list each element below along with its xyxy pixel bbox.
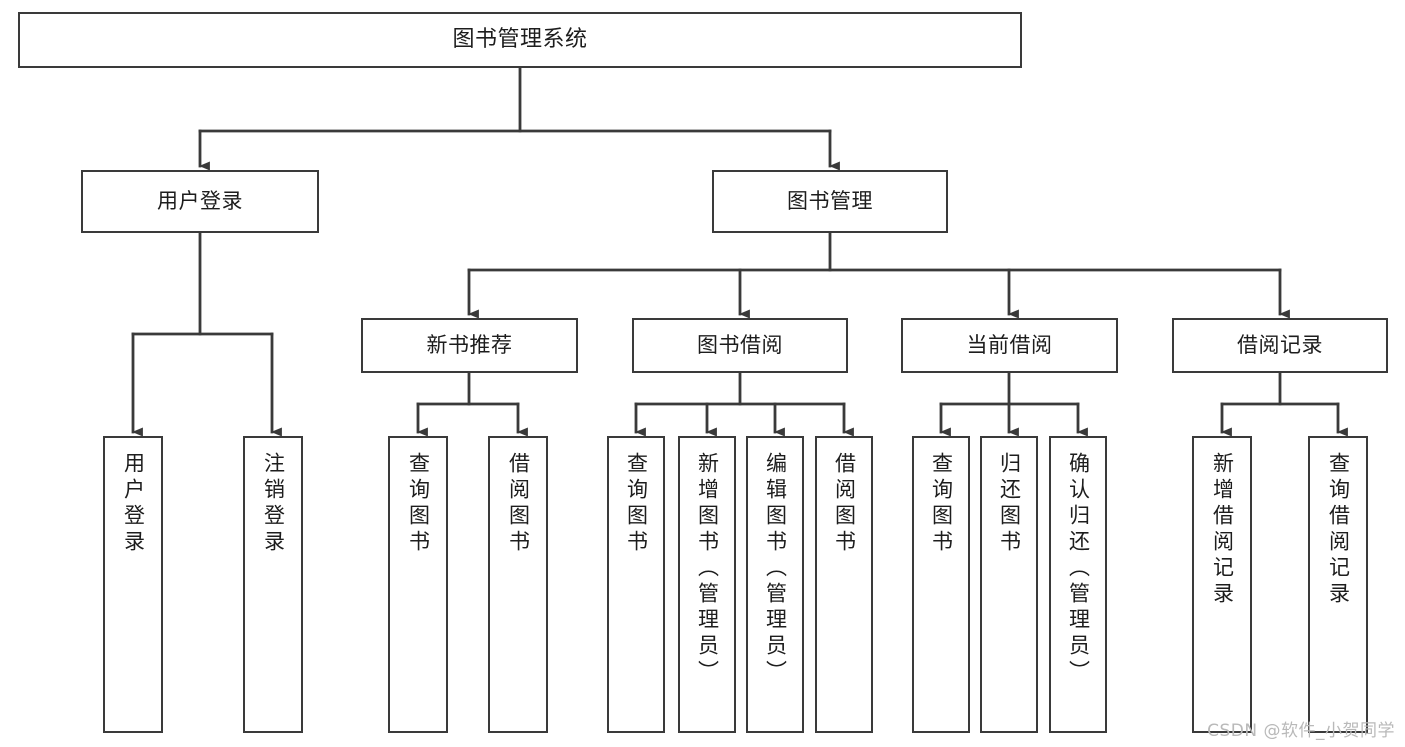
leaf-user-login[interactable]: 用户登录	[103, 436, 163, 733]
node-root[interactable]: 图书管理系统	[18, 12, 1022, 68]
leaf-borrow-book-newbook[interactable]: 借阅图书	[488, 436, 548, 733]
node-current-borrow-label: 当前借阅	[966, 332, 1053, 357]
leaf-confirm-return-label: 确认归还（管理员）	[1066, 452, 1091, 686]
node-book-management-label: 图书管理	[787, 188, 873, 213]
leaf-confirm-return[interactable]: 确认归还（管理员）	[1049, 436, 1107, 733]
node-borrow-record[interactable]: 借阅记录	[1172, 318, 1388, 373]
csdn-watermark: CSDN @软件_小贺同学	[1207, 721, 1395, 741]
leaf-query-book-current[interactable]: 查询图书	[912, 436, 970, 733]
node-user-login[interactable]: 用户登录	[81, 170, 319, 233]
leaf-query-borrow-record[interactable]: 查询借阅记录	[1308, 436, 1368, 733]
leaf-add-borrow-record[interactable]: 新增借阅记录	[1192, 436, 1252, 733]
node-current-borrow[interactable]: 当前借阅	[901, 318, 1118, 373]
node-new-book-recommend[interactable]: 新书推荐	[361, 318, 578, 373]
leaf-query-borrow-record-label: 查询借阅记录	[1326, 452, 1351, 608]
node-book-borrow[interactable]: 图书借阅	[632, 318, 848, 373]
leaf-edit-book[interactable]: 编辑图书（管理员）	[746, 436, 804, 733]
node-borrow-record-label: 借阅记录	[1237, 332, 1323, 357]
leaf-query-book-newbook-label: 查询图书	[406, 452, 431, 556]
leaf-borrow-book-borrow-label: 借阅图书	[832, 452, 857, 556]
leaf-edit-book-label: 编辑图书（管理员）	[763, 452, 788, 686]
leaf-add-book-label: 新增图书（管理员）	[695, 452, 720, 686]
node-book-borrow-label: 图书借阅	[697, 332, 783, 357]
leaf-user-login-label: 用户登录	[121, 452, 146, 556]
leaf-borrow-book-newbook-label: 借阅图书	[506, 452, 531, 556]
leaf-query-book-borrow-label: 查询图书	[624, 452, 649, 556]
leaf-query-book-newbook[interactable]: 查询图书	[388, 436, 448, 733]
leaf-return-book[interactable]: 归还图书	[980, 436, 1038, 733]
node-root-label: 图书管理系统	[452, 26, 588, 52]
node-user-login-label: 用户登录	[157, 188, 243, 213]
leaf-query-book-current-label: 查询图书	[929, 452, 954, 556]
leaf-add-book[interactable]: 新增图书（管理员）	[678, 436, 736, 733]
leaf-borrow-book-borrow[interactable]: 借阅图书	[815, 436, 873, 733]
leaf-logout-label: 注销登录	[261, 452, 286, 556]
leaf-add-borrow-record-label: 新增借阅记录	[1210, 452, 1235, 608]
leaf-query-book-borrow[interactable]: 查询图书	[607, 436, 665, 733]
leaf-logout[interactable]: 注销登录	[243, 436, 303, 733]
node-new-book-recommend-label: 新书推荐	[426, 332, 513, 357]
leaf-return-book-label: 归还图书	[997, 452, 1022, 556]
node-book-management[interactable]: 图书管理	[712, 170, 948, 233]
